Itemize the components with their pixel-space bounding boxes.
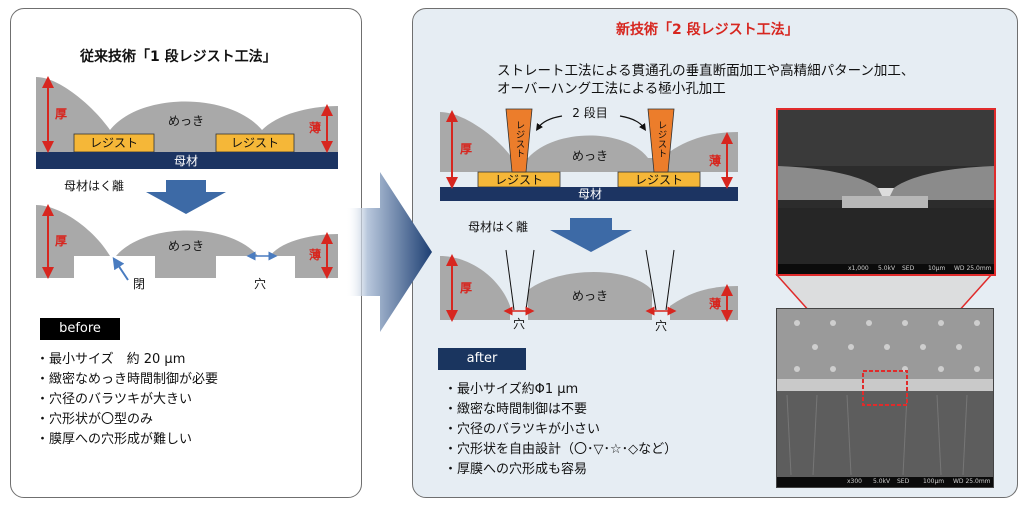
plating-shape [36, 205, 110, 278]
peel-label: 母材はく離 [468, 220, 528, 234]
conventional-bullets: 最小サイズ 約 20 µm 緻密なめっき時間制御が必要 穴径のバラツキが大きい … [36, 350, 218, 450]
bullet-item: 穴形状を自由設計（〇･▽･☆･◇など） [444, 440, 677, 460]
thin-label: 薄 [309, 120, 321, 135]
left-diagram-plating-on-base: めっき レジスト レジスト 母材 厚 薄 [36, 76, 338, 169]
plating-label: めっき [572, 149, 608, 163]
plating-shape [36, 77, 338, 152]
sem-overview-drawing [777, 309, 993, 477]
plating-shape [440, 112, 738, 172]
thin-label: 薄 [709, 296, 721, 311]
new-method-bullets: 最小サイズ約Φ1 µm 緻密な時間制御は不要 穴径のバラツキが小さい 穴形状を自… [444, 380, 677, 480]
bullet-item: 膜厚への穴形成が難しい [36, 430, 218, 450]
hole-line [525, 249, 535, 311]
bullet-item: 厚膜への穴形成も容易 [444, 460, 677, 480]
two-stage-label: 2 段目 [572, 105, 607, 120]
before-tag: before [40, 318, 120, 340]
sem-wd: WD 25.0mm [953, 478, 991, 485]
down-arrow [146, 180, 226, 214]
peel-label: 母材はく離 [64, 179, 124, 193]
upper-resist-block [647, 108, 675, 173]
closed-pointer [112, 257, 129, 281]
left-diagram-after-peel: めっき 厚 薄 閉 穴 [36, 204, 338, 291]
bullet-item: 最小サイズ約Φ1 µm [444, 380, 677, 400]
upper-resist-label: レジスト [656, 120, 667, 158]
hole-line [645, 249, 657, 311]
bullet-item: 緻密な時間制御は不要 [444, 400, 677, 420]
thin-label: 薄 [309, 247, 321, 262]
plating-label: めっき [168, 239, 204, 253]
upper-resist-block [505, 108, 533, 173]
thick-label: 厚 [55, 234, 67, 248]
bullet-item: 穴形状が〇型のみ [36, 410, 218, 430]
upper-resist-label: レジスト [514, 120, 525, 158]
hole-line [665, 249, 675, 311]
thin-label: 薄 [709, 153, 721, 168]
new-method-title: 新技術「2 段レジスト工法」 [616, 22, 799, 38]
plating-shape [440, 256, 510, 320]
sem-info-bar: x1,000 5.0kV SED 10µm WD 25.0mm [778, 264, 994, 274]
thick-label: 厚 [460, 142, 472, 156]
after-tag: after [438, 348, 526, 370]
plating-label: めっき [572, 289, 608, 303]
sem-mode: SED [902, 265, 915, 272]
base-material [440, 187, 738, 201]
sem-mode: SED [897, 478, 910, 485]
bullet-item: 穴径のバラツキが大きい [36, 390, 218, 410]
down-arrow [550, 218, 632, 252]
base-material [36, 152, 338, 169]
resist-label: レジスト [495, 173, 543, 187]
right-diagram-two-stage-resist: 2 段目 レジスト レジスト めっき レジスト レジスト 母材 厚 薄 [440, 105, 738, 201]
resist-label: レジスト [231, 136, 279, 150]
resist-label: レジスト [635, 173, 683, 187]
bullet-item: 穴径のバラツキが小さい [444, 420, 677, 440]
sem-micrograph-closeup: x1,000 5.0kV SED 10µm WD 25.0mm [776, 108, 996, 276]
sem-scale: 10µm [928, 265, 946, 272]
sem-wd: WD 25.0mm [954, 265, 992, 272]
base-label: 母材 [578, 187, 602, 201]
new-method-subtitle-line2: オーバーハング工法による極小孔加工 [497, 81, 726, 97]
pointer-arrow [536, 115, 563, 131]
thick-label: 厚 [460, 281, 472, 295]
resist-label: レジスト [90, 136, 138, 150]
sem-mag: x300 [847, 478, 863, 485]
bullet-item: 最小サイズ 約 20 µm [36, 350, 218, 370]
sem-scale: 100µm [923, 478, 945, 485]
hole-label: 穴 [513, 316, 525, 331]
conventional-method-title: 従来技術「1 段レジスト工法」 [80, 49, 277, 65]
bullet-item: 緻密なめっき時間制御が必要 [36, 370, 218, 390]
sem-mag: x1,000 [848, 265, 869, 272]
thick-label: 厚 [55, 107, 67, 121]
plating-label: めっき [168, 114, 204, 128]
right-diagram-after-peel: 穴 穴 めっき 厚 薄 [440, 249, 738, 333]
transition-arrow [346, 172, 432, 332]
pointer-arrow [619, 115, 646, 131]
closed-label: 閉 [133, 277, 145, 291]
plating-shape [116, 230, 258, 278]
sem-kv: 5.0kV [873, 478, 891, 485]
sem-kv: 5.0kV [878, 265, 896, 272]
sem-info-bar: x300 5.0kV SED 100µm WD 25.0mm [777, 477, 993, 487]
hole-line [505, 249, 515, 311]
sem-closeup-drawing [778, 110, 994, 264]
hole-label: 穴 [655, 318, 667, 333]
new-method-subtitle-line1: ストレート工法による貫通孔の垂直断面加工や高精細パターン加工、 [497, 63, 915, 79]
sem-micrograph-overview: x300 5.0kV SED 100µm WD 25.0mm [776, 308, 994, 488]
plating-shape [528, 272, 652, 320]
base-label: 母材 [174, 154, 198, 168]
hole-label: 穴 [254, 276, 266, 291]
